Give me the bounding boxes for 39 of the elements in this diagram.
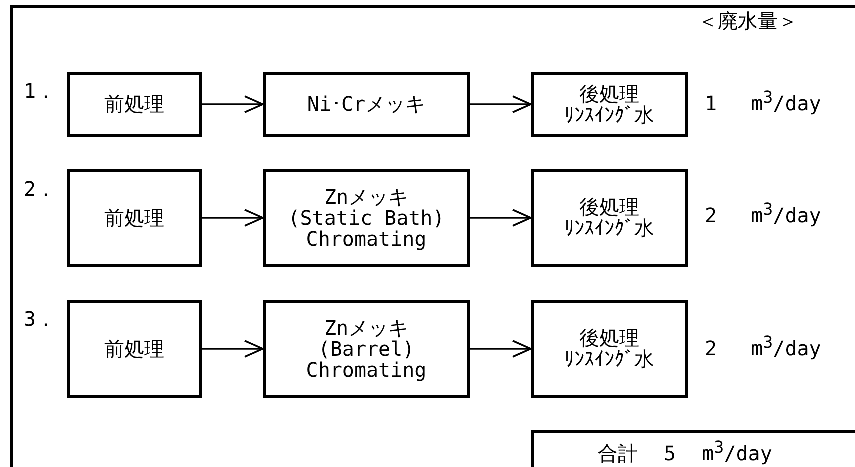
arrow	[202, 209, 264, 227]
box-text: 後処理	[580, 84, 640, 104]
process-box	[531, 169, 688, 267]
process-box	[263, 300, 470, 398]
box-text: ﾘﾝｽｲﾝｸﾞ水	[564, 349, 654, 370]
box-text: (Barrel)	[318, 338, 415, 360]
arrow	[202, 340, 264, 358]
process-box	[263, 169, 470, 267]
arrow	[470, 96, 532, 114]
process-box	[531, 300, 688, 398]
box-text: (Static Bath)	[288, 208, 445, 228]
row-number: 3．	[24, 306, 56, 333]
heading-text: ＜廃水量＞	[698, 8, 798, 35]
box-text: Znメッキ	[324, 318, 409, 338]
row-number: 1．	[24, 78, 56, 105]
box-text: Znメッキ	[324, 186, 409, 208]
box-text: 後処理	[580, 328, 640, 349]
flow-rate-text: 2 m$^{3}$/day	[705, 200, 822, 228]
box-text: 合計 5 m$^{3}$/day	[598, 439, 772, 465]
flow-rate-text: 2 m$^{3}$/day	[705, 333, 822, 361]
box-text: 前処理	[104, 338, 164, 360]
box-text: ﾘﾝｽｲﾝｸﾞ水	[564, 104, 654, 126]
box-text: 前処理	[104, 208, 164, 228]
process-box	[531, 72, 688, 137]
process-box	[67, 72, 202, 137]
process-box	[67, 169, 202, 267]
box-text: 前処理	[104, 94, 164, 115]
arrow	[470, 340, 532, 358]
box-text: Chromating	[306, 360, 427, 380]
process-box	[263, 72, 470, 137]
box-text: Ni･Crメッキ	[307, 94, 426, 115]
box-text: ﾘﾝｽｲﾝｸﾞ水	[564, 218, 654, 239]
flow-rate-text: 1 m$^{3}$/day	[705, 88, 822, 116]
box-text: 後処理	[580, 197, 640, 218]
arrow	[202, 96, 264, 114]
row-number: 2．	[24, 176, 56, 203]
box-text: Chromating	[306, 228, 427, 250]
arrow	[470, 209, 532, 227]
process-box	[67, 300, 202, 398]
